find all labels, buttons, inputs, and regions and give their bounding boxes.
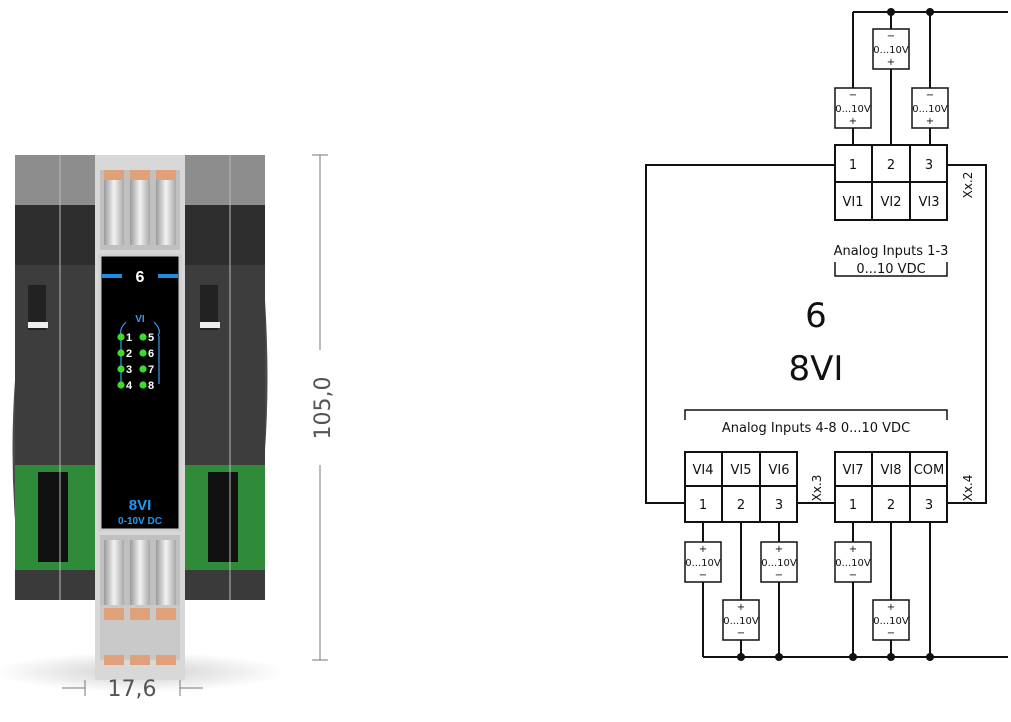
top-label-line1: Analog Inputs 1-3	[834, 244, 949, 259]
led-6	[139, 349, 147, 357]
module-photo: 6 VI 1 2 3 4 5 6 7 8 8VI 0-10V DC	[0, 155, 285, 692]
height-dimension-label: 105,0	[311, 377, 336, 440]
led-label-7: 7	[148, 364, 154, 376]
bl-pin-3: 3	[775, 498, 783, 513]
voltage-sources: −0...10V+−0...10V+−0...10V++0...10V−+0..…	[684, 28, 949, 641]
junction-dots	[737, 8, 934, 661]
source-label: 0...10V	[723, 616, 759, 627]
width-dimension-label: 17,6	[108, 677, 157, 702]
source-terminal-bottom: +	[926, 116, 934, 127]
top-pin-3: 3	[925, 158, 933, 173]
source-label: 0...10V	[912, 104, 948, 115]
br-signal-2: VI8	[881, 463, 902, 478]
led-label-3: 3	[126, 364, 132, 376]
source-terminal-top: +	[775, 544, 783, 555]
schematic-module-number: 6	[805, 296, 827, 336]
voltage-source-6: +0...10V−	[760, 541, 798, 583]
voltage-source-2: − 0...10V+	[834, 87, 872, 129]
br-pin-1: 1	[849, 498, 857, 513]
source-terminal-top: −	[926, 90, 934, 101]
module-range: 0-10V DC	[118, 516, 162, 527]
led-2	[117, 349, 125, 357]
source-terminal-top: +	[699, 544, 707, 555]
bottom-label: Analog Inputs 4-8 0...10 VDC	[722, 421, 910, 436]
source-label: 0...10V	[835, 558, 871, 569]
source-terminal-bottom: −	[887, 628, 895, 639]
led-4	[117, 381, 125, 389]
bl-signal-2: VI5	[731, 463, 752, 478]
connector-id-top: Xx.2	[961, 172, 975, 199]
led-label-5: 5	[148, 332, 154, 344]
led-label-2: 2	[126, 348, 132, 360]
bl-signal-3: VI6	[769, 463, 790, 478]
voltage-source-3: − 0...10V+	[911, 87, 949, 129]
source-label: 0...10V	[873, 45, 909, 56]
source-label: 0...10V	[835, 104, 871, 115]
led-group-label: VI	[135, 314, 145, 325]
voltage-source-4: +0...10V−	[684, 541, 722, 583]
source-terminal-top: −	[849, 90, 857, 101]
schematic-module-name: 8VI	[789, 349, 844, 389]
source-label: 0...10V	[761, 558, 797, 569]
bl-pin-2: 2	[737, 498, 745, 513]
voltage-source-8: +0...10V−	[872, 599, 910, 641]
module-name: 8VI	[129, 497, 152, 514]
source-terminal-bottom: −	[737, 628, 745, 639]
module-front-face	[100, 255, 180, 530]
br-pin-3: 3	[925, 498, 933, 513]
source-terminal-top: +	[737, 602, 745, 613]
source-terminal-bottom: +	[849, 116, 857, 127]
top-signal-2: VI2	[881, 195, 902, 210]
led-5	[139, 333, 147, 341]
connector-id-bl: Xx.3	[810, 475, 824, 502]
voltage-source-1: − 0...10V+	[872, 28, 910, 70]
connector-id-br: Xx.4	[961, 475, 975, 502]
top-signal-1: VI1	[843, 195, 864, 210]
source-terminal-top: +	[887, 602, 895, 613]
br-signal-3: COM	[914, 463, 945, 478]
led-label-1: 1	[126, 332, 132, 344]
top-label-line2: 0...10 VDC	[856, 262, 925, 277]
source-terminal-bottom: −	[699, 570, 707, 581]
voltage-source-7: +0...10V−	[834, 541, 872, 583]
module-slot-number: 6	[136, 269, 145, 286]
led-3	[117, 365, 125, 373]
source-terminal-bottom: −	[775, 570, 783, 581]
source-label: 0...10V	[685, 558, 721, 569]
height-dimension	[312, 154, 328, 661]
br-signal-1: VI7	[843, 463, 864, 478]
led-8	[139, 381, 147, 389]
top-pin-1: 1	[849, 158, 857, 173]
led-label-6: 6	[148, 348, 154, 360]
led-1	[117, 333, 125, 341]
width-dimension	[62, 680, 203, 696]
voltage-source-5: +0...10V−	[722, 599, 760, 641]
source-terminal-top: −	[887, 31, 895, 42]
bl-pin-1: 1	[699, 498, 707, 513]
br-pin-2: 2	[887, 498, 895, 513]
source-label: 0...10V	[873, 616, 909, 627]
led-7	[139, 365, 147, 373]
source-terminal-bottom: +	[887, 57, 895, 68]
source-terminal-top: +	[849, 544, 857, 555]
bl-signal-1: VI4	[693, 463, 714, 478]
top-pin-2: 2	[887, 158, 895, 173]
source-terminal-bottom: −	[849, 570, 857, 581]
led-label-8: 8	[148, 380, 154, 392]
top-signal-3: VI3	[919, 195, 940, 210]
led-label-4: 4	[126, 380, 133, 392]
wiring-schematic	[645, 11, 1008, 658]
